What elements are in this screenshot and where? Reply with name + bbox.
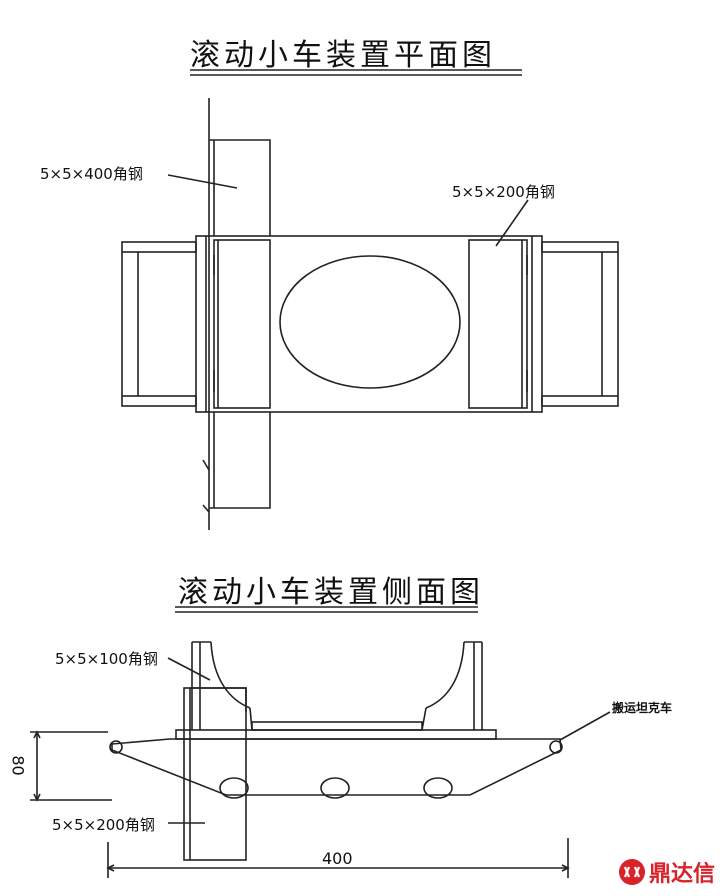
- watermark-text: 鼎达信: [649, 862, 716, 887]
- plan-left-band: [213, 239, 271, 409]
- plan-right-handle-top: [541, 241, 619, 253]
- wheel-end-right: [549, 740, 563, 754]
- wheel-hole-1: [219, 777, 249, 799]
- side-view-drawing: [30, 641, 611, 878]
- side-lower-body: [111, 738, 562, 796]
- wheel-hole-2: [320, 777, 350, 799]
- label-angle-steel-100: 5×5×100角钢: [55, 650, 158, 668]
- angle-steel-400-top: [209, 139, 271, 236]
- leader-angle-400: [167, 174, 238, 189]
- plan-right-handle-bottom: [541, 395, 619, 407]
- watermark: 鼎达信: [618, 856, 718, 888]
- label-angle-steel-200-side: 5×5×200角钢: [52, 816, 155, 834]
- plan-main-frame: [195, 235, 543, 413]
- side-tray-plate: [175, 729, 497, 740]
- leader-angle-200-plan: [495, 199, 529, 247]
- side-view-title: 滚动小车装置侧面图: [178, 575, 484, 610]
- side-angle-steel-200: [183, 687, 247, 861]
- plan-right-band: [468, 239, 528, 409]
- angle-steel-400-bottom: [209, 412, 271, 509]
- dimension-width: 400: [322, 849, 353, 868]
- side-center-plate: [251, 721, 423, 731]
- plan-view-drawing: [121, 98, 619, 530]
- plan-view-title: 滚动小车装置平面图: [190, 38, 496, 73]
- wheel-end-left: [109, 740, 123, 754]
- plan-left-handle-top: [121, 241, 197, 253]
- watermark-logo-icon: [619, 859, 645, 885]
- label-transport-tank-car: 搬运坦克车: [612, 701, 673, 715]
- wheel-hole-3: [423, 777, 453, 799]
- label-angle-steel-200-plan: 5×5×200角钢: [452, 183, 555, 201]
- leader-transport: [559, 711, 611, 741]
- dimension-height: 80: [8, 755, 28, 776]
- plan-center-ellipse: [279, 255, 461, 389]
- label-angle-steel-400: 5×5×400角钢: [40, 165, 143, 183]
- leader-angle-100: [167, 657, 211, 681]
- plan-left-handle-bottom: [121, 395, 197, 407]
